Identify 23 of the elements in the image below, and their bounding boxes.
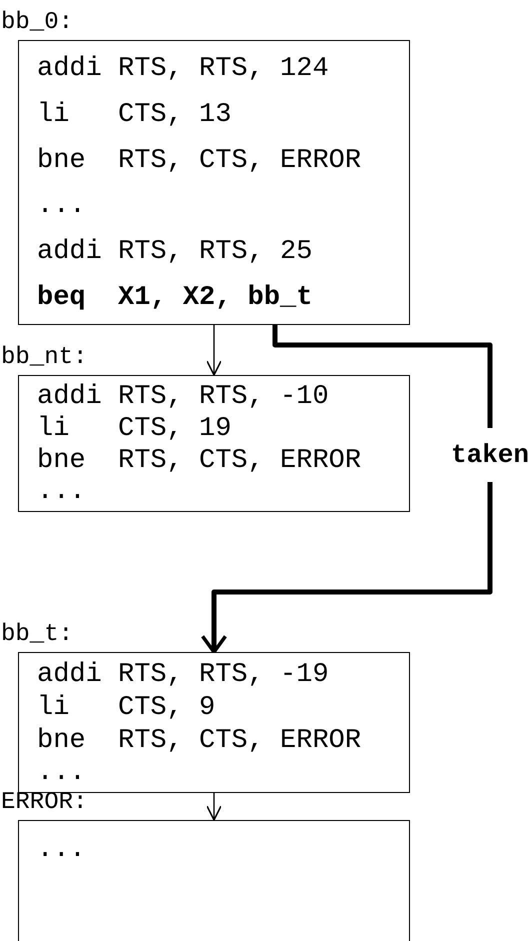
edge-label: taken [451, 428, 528, 482]
code-line: ... [37, 757, 86, 790]
arrow [206, 325, 222, 376]
code-line: li CTS, 13 [37, 98, 232, 132]
code-line: addi RTS, RTS, -19 [37, 659, 329, 692]
code-line: addi RTS, RTS, 25 [37, 236, 312, 270]
code-line: bne RTS, CTS, ERROR [37, 446, 362, 478]
code-line: addi RTS, RTS, 124 [37, 53, 329, 86]
arrow [200, 325, 492, 654]
code-line: ... [37, 834, 86, 867]
code-line: ... [37, 190, 86, 224]
code-line: addi RTS, RTS, -10 [37, 382, 329, 414]
code-line: bne RTS, CTS, ERROR [37, 724, 362, 758]
block-label: bb_t: [1, 620, 74, 650]
code-line: li CTS, 19 [37, 414, 232, 446]
code-line: ... [37, 477, 86, 509]
code-line: li CTS, 9 [37, 692, 216, 724]
block-label: ERROR: [1, 788, 88, 818]
code-line: bne RTS, CTS, ERROR [37, 144, 362, 178]
block-label: bb_0: [1, 8, 74, 38]
arrow [206, 793, 222, 821]
block-label: bb_nt: [1, 343, 88, 373]
code-line: beq X1, X2, bb_t [37, 282, 312, 316]
